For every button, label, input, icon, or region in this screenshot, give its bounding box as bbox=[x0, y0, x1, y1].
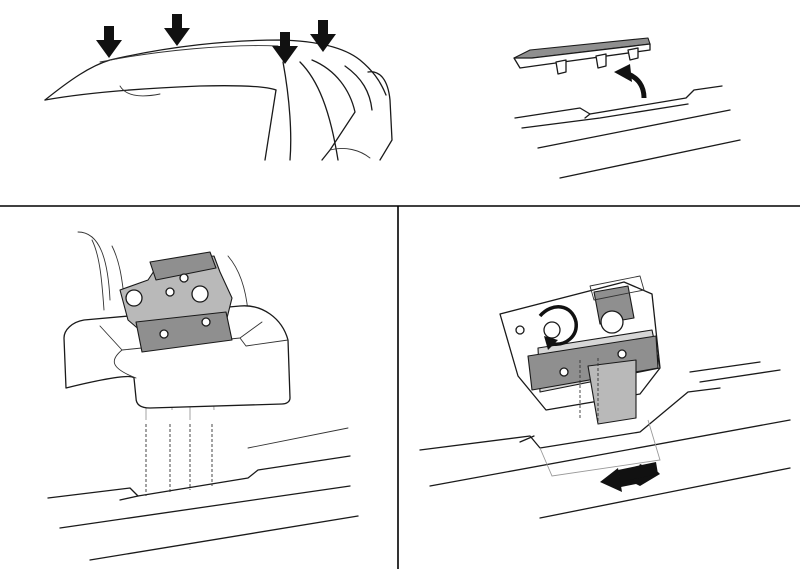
roof-groove bbox=[99, 45, 279, 63]
bolt-left bbox=[125, 289, 143, 307]
fixing-bracket bbox=[499, 275, 661, 425]
rail-back-lower bbox=[699, 369, 781, 383]
rail-lower-2 bbox=[559, 139, 741, 179]
rail-cover bbox=[513, 37, 651, 75]
left-arrow-icon bbox=[600, 462, 660, 492]
rotate-arrow-icon bbox=[538, 305, 578, 350]
rail-top-edge bbox=[514, 85, 723, 119]
bracket-bolt bbox=[600, 310, 624, 334]
clamp-mechanism bbox=[119, 251, 233, 353]
hand-outline-left bbox=[77, 231, 111, 301]
bolt-right bbox=[191, 285, 209, 303]
rear-body bbox=[367, 71, 393, 161]
rail-groove bbox=[521, 103, 689, 129]
windshield-detail bbox=[119, 85, 161, 97]
c-pillar bbox=[344, 65, 373, 111]
panel-car-roof bbox=[44, 14, 393, 161]
foot-ghost bbox=[539, 419, 661, 477]
rail-lower-2 bbox=[89, 515, 359, 561]
down-arrow-icon bbox=[96, 26, 122, 58]
rail-top-back bbox=[247, 427, 349, 449]
rail-slot bbox=[119, 495, 139, 501]
down-arrow-icon bbox=[272, 32, 298, 64]
rail-lower-1 bbox=[429, 419, 791, 487]
hand-outline-left-inner bbox=[91, 239, 105, 311]
panel-tighten-slide bbox=[419, 275, 791, 519]
roof-outline bbox=[44, 39, 387, 101]
door-frame-2 bbox=[282, 61, 292, 161]
door-frame-3 bbox=[299, 61, 339, 161]
rail-step bbox=[584, 113, 591, 119]
rail-lower-1 bbox=[59, 485, 351, 529]
down-arrow-icon bbox=[310, 20, 336, 52]
rail-lower-1 bbox=[537, 109, 731, 149]
panel-remove-cover bbox=[513, 37, 741, 179]
hand-outline-finger bbox=[111, 245, 125, 297]
panel-fit-foot bbox=[47, 231, 359, 561]
down-arrow-icon bbox=[164, 14, 190, 46]
door-frame-1 bbox=[264, 89, 277, 161]
rail-top-edge bbox=[47, 455, 351, 499]
rear-window-frame bbox=[311, 59, 356, 161]
rail-step bbox=[519, 435, 535, 443]
rear-door-line bbox=[329, 147, 371, 159]
bracket-screw bbox=[543, 321, 561, 339]
rail-lower-2 bbox=[539, 467, 791, 519]
roof-front-edge bbox=[44, 84, 277, 101]
rail-top-edge bbox=[419, 387, 721, 451]
rail-top-back bbox=[689, 361, 761, 373]
curved-up-arrow-icon bbox=[614, 64, 647, 99]
